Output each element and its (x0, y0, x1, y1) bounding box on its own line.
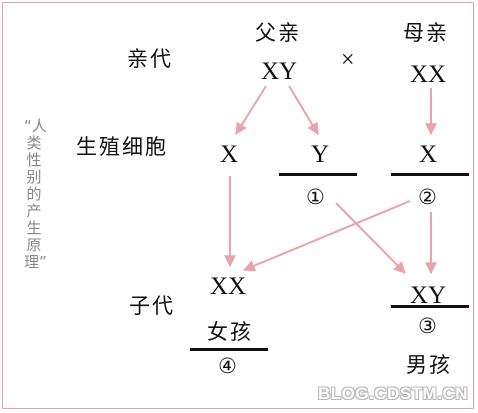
arrow-mother-x-to-female (242, 200, 411, 272)
gamete-mother-x: X (419, 141, 438, 168)
watermark: BLOG.CDSTM.CN (317, 384, 468, 403)
female-genotype: XX (210, 273, 247, 300)
blank-4-line (190, 348, 268, 351)
blank-2-line (391, 173, 469, 176)
blank-4-marker: ④ (218, 354, 237, 378)
side-title: “人类性别的产生原理” (24, 117, 47, 271)
mother-label: 母亲 (403, 21, 449, 45)
arrow-father-to-x (235, 85, 267, 136)
father-genotype: XY (261, 58, 298, 85)
blank-3-marker: ③ (418, 314, 437, 338)
row-label-gamete: 生殖细胞 (76, 135, 168, 159)
row-label-parent: 亲代 (127, 47, 173, 71)
arrow-father-y-to-male (335, 202, 406, 274)
arrow-father-to-y (288, 85, 319, 136)
mother-genotype: XX (410, 61, 447, 88)
male-genotype: XY (410, 282, 447, 309)
gamete-father-x: X (220, 141, 239, 168)
diagram-frame (2, 2, 474, 409)
blank-1-marker: ① (306, 185, 325, 209)
gamete-father-y: Y (311, 141, 330, 168)
blank-3-line (391, 305, 469, 308)
father-label: 父亲 (255, 21, 301, 45)
row-label-offspring: 子代 (129, 294, 175, 318)
blank-2-marker: ② (418, 185, 437, 209)
male-label: 男孩 (406, 353, 452, 377)
blank-1-line (279, 173, 357, 176)
female-label: 女孩 (207, 320, 253, 344)
cross-symbol: × (341, 47, 355, 73)
